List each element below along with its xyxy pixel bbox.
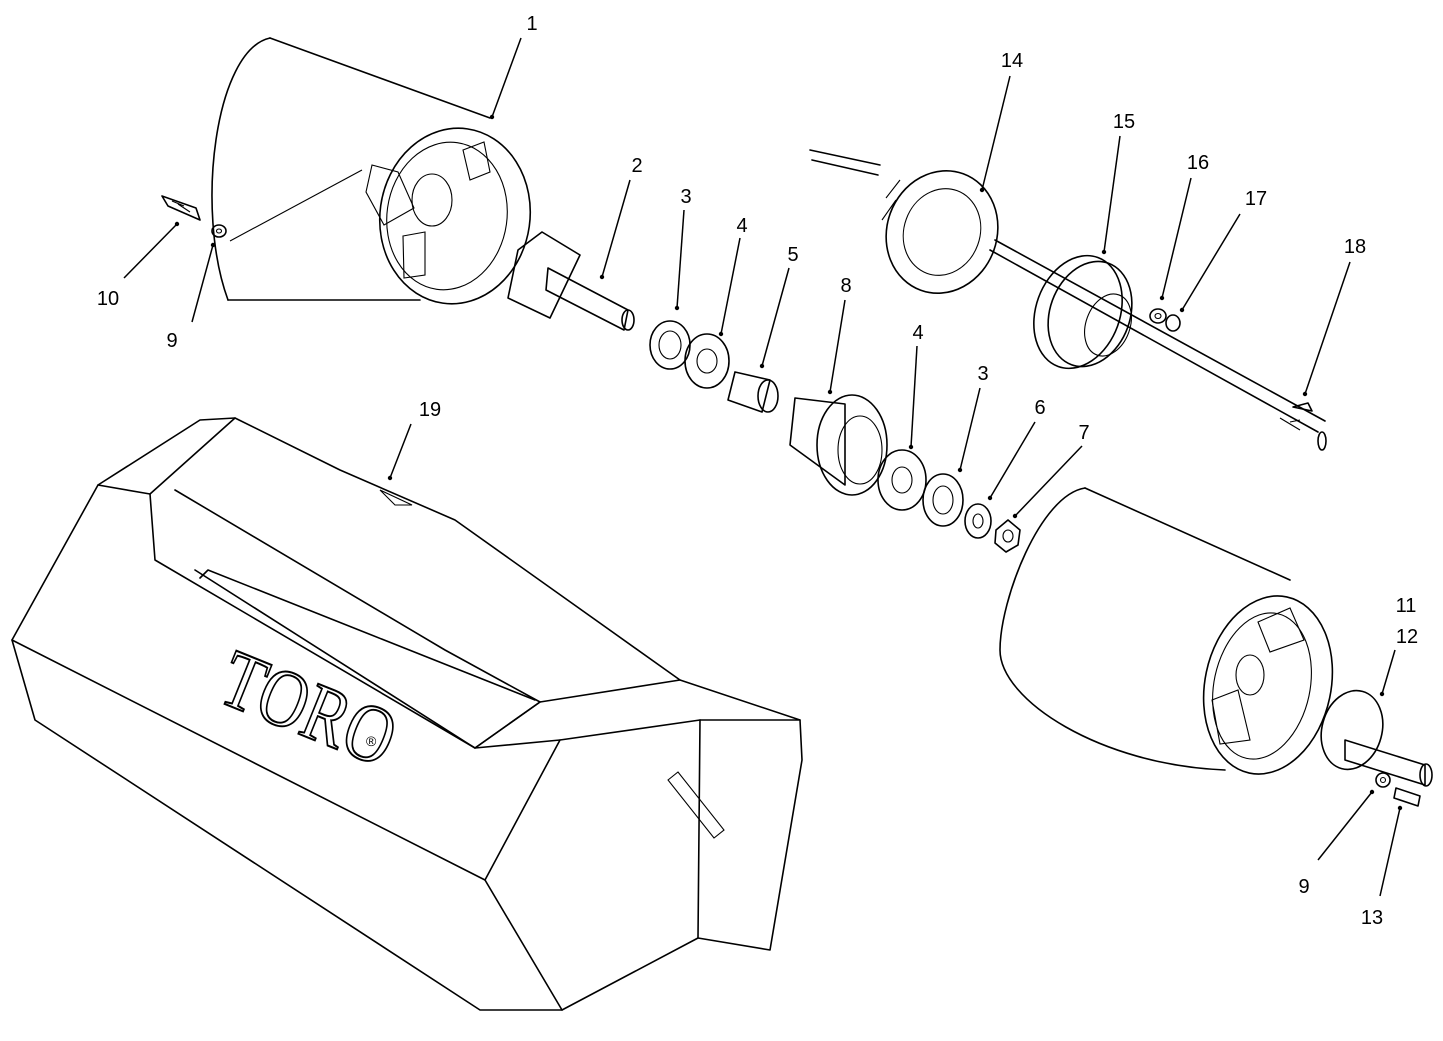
washer-9-right (1375, 772, 1391, 788)
callout-5: 5 (787, 244, 798, 266)
callout-18: 18 (1344, 236, 1366, 258)
front-roller-drum (211, 37, 532, 305)
callout-13: 13 (1361, 907, 1383, 929)
callout-19: 19 (419, 399, 441, 421)
washer-6 (964, 503, 992, 539)
callout-6: 6 (1034, 397, 1045, 419)
callout-1: 1 (526, 13, 537, 35)
flanged-stub-shaft-2 (507, 231, 635, 331)
callout-4-upper: 4 (736, 215, 747, 237)
callout-9-left: 9 (166, 330, 177, 352)
grass-catcher-19: TORO ® (11, 417, 803, 1011)
spacer-washer-3-lower (922, 473, 964, 527)
callout-17: 17 (1245, 188, 1267, 210)
callout-3-upper: 3 (680, 186, 691, 208)
callout-8: 8 (840, 275, 851, 297)
leader-lines (123, 37, 1403, 897)
callout-14: 14 (1001, 50, 1023, 72)
callout-16: 16 (1187, 152, 1209, 174)
bolt-13 (1393, 787, 1421, 807)
bearing-4-upper (684, 333, 730, 389)
drive-shaft (809, 149, 1327, 451)
flanged-stub-shaft-12 (1320, 689, 1433, 787)
clutch-hub-14 (881, 169, 999, 295)
callout-labels: 1 2 3 4 5 8 14 15 16 17 18 10 9 19 4 3 6… (97, 13, 1418, 929)
callout-4-lower: 4 (912, 322, 923, 344)
spacer-washer-3-upper (649, 320, 691, 370)
callout-11: 11 (1396, 595, 1417, 617)
toro-logo: TORO (208, 632, 409, 784)
hub-housing-8 (789, 394, 888, 496)
washer-9-left (211, 224, 227, 238)
gear-15 (1033, 254, 1133, 370)
callout-9-right: 9 (1298, 876, 1309, 898)
callout-10: 10 (97, 288, 119, 310)
registered-mark: ® (366, 733, 377, 749)
callout-15: 15 (1113, 111, 1135, 133)
bolt-10 (161, 195, 201, 221)
bearing-4-lower (877, 449, 927, 511)
callout-12: 12 (1396, 626, 1418, 648)
washer-16 (1149, 308, 1167, 324)
callout-2: 2 (631, 155, 642, 177)
callout-3-lower: 3 (977, 363, 988, 385)
nut-7 (994, 519, 1021, 553)
bushing-5 (727, 371, 779, 413)
key-18 (1292, 402, 1313, 412)
callout-7: 7 (1078, 422, 1089, 444)
nut-17 (1165, 314, 1181, 332)
rear-roller-drum (999, 487, 1334, 775)
